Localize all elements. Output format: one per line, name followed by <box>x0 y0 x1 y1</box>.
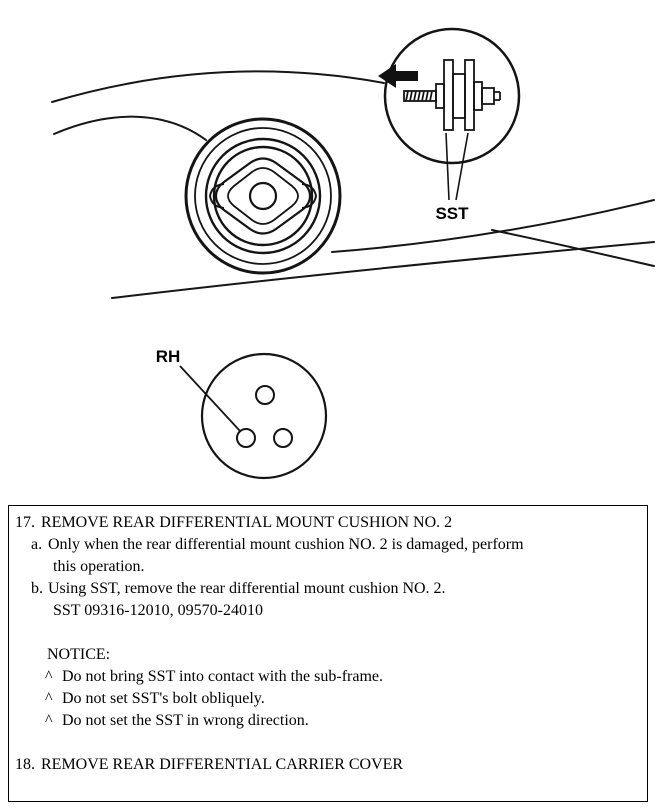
step-17a-line1: a. Only when the rear differential mount … <box>15 534 641 556</box>
sst-label: SST <box>435 204 469 223</box>
notice-item: ^ Do not bring SST into contact with the … <box>15 666 641 688</box>
item-b-text: Using SST, remove the rear differential … <box>48 580 446 597</box>
notice-bullet: ^ <box>45 668 53 685</box>
instruction-panel: 17. REMOVE REAR DIFFERENTIAL MOUNT CUSHIO… <box>8 505 648 802</box>
notice-item: ^ Do not set SST's bolt obliquely. <box>15 688 641 710</box>
step-17-heading-line: 17. REMOVE REAR DIFFERENTIAL MOUNT CUSHIO… <box>15 512 641 534</box>
technical-diagram: SST RH <box>51 27 655 480</box>
direction-arrow-icon <box>378 64 418 88</box>
notice-bullet: ^ <box>45 690 53 707</box>
item-a-marker: a. <box>31 536 43 553</box>
notice-text: Do not set the SST in wrong direction. <box>62 712 309 729</box>
item-b-marker: b. <box>31 580 43 597</box>
mount-cushion-drawing <box>184 117 342 275</box>
step-17-number: 17. <box>15 514 35 531</box>
notice-item: ^ Do not set the SST in wrong direction. <box>15 710 641 732</box>
item-a-text: Only when the rear differential mount cu… <box>48 536 524 553</box>
notice-bullet: ^ <box>45 712 53 729</box>
step-18-title: REMOVE REAR DIFFERENTIAL CARRIER COVER <box>41 756 404 773</box>
rh-label: RH <box>156 347 181 366</box>
sst-part-numbers: SST 09316-12010, 09570-24010 <box>53 602 263 619</box>
notice-label: NOTICE: <box>47 646 111 663</box>
sst-tool-drawing <box>403 59 501 131</box>
rh-hole-diagram <box>179 352 328 480</box>
step-17-title: REMOVE REAR DIFFERENTIAL MOUNT CUSHION N… <box>41 514 453 531</box>
subframe-lines <box>51 70 655 299</box>
step-18-number: 18. <box>15 756 35 773</box>
notice-text: Do not set SST's bolt obliquely. <box>62 690 265 707</box>
notice-text: Do not bring SST into contact with the s… <box>62 668 383 685</box>
callout-circle <box>383 27 521 165</box>
step-17b-line1: b. Using SST, remove the rear differentia… <box>15 578 641 600</box>
sst-pointer-lines <box>445 132 469 201</box>
step-18-heading-line: 18. REMOVE REAR DIFFERENTIAL CARRIER COVE… <box>15 754 641 776</box>
step-17a-line2: this operation. <box>53 558 145 575</box>
